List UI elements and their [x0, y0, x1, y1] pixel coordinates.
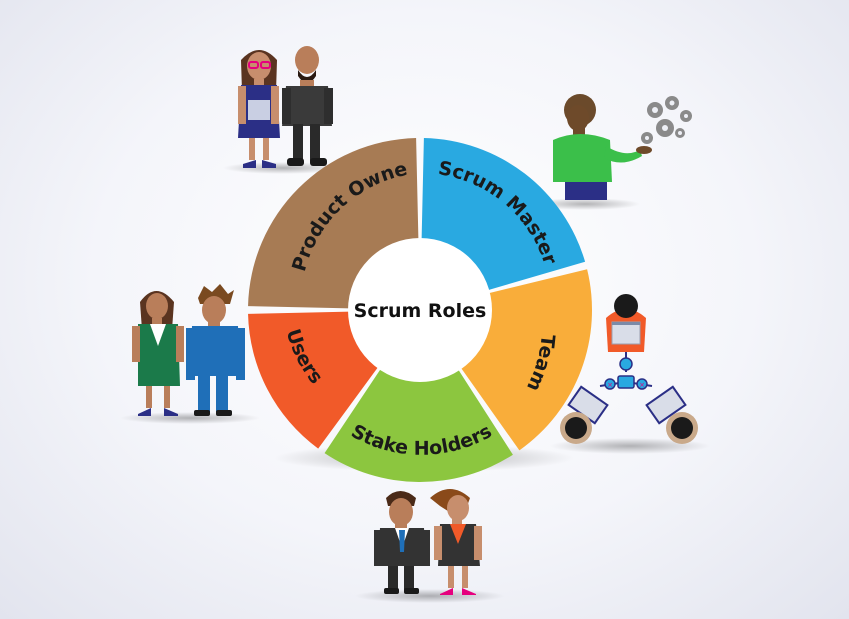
network-icon: × × — [599, 352, 653, 390]
woman-figure — [238, 50, 280, 168]
user-man-figure — [186, 284, 245, 416]
scrum-master-illustration — [553, 94, 692, 200]
team-member-right — [645, 385, 698, 444]
segment-users — [248, 311, 379, 449]
man-figure — [282, 46, 333, 166]
stake-holders-illustration — [374, 489, 482, 595]
stakeholder-woman-figure — [430, 489, 482, 595]
segment-product-owner — [248, 138, 419, 309]
team-illustration: × × — [560, 294, 698, 444]
team-shadow — [550, 438, 710, 454]
product-owner-illustration — [238, 46, 333, 168]
team-member-top — [606, 294, 646, 352]
user-woman-figure — [132, 291, 184, 416]
stake-holders-shadow — [355, 589, 505, 603]
svg-text:×: × — [607, 381, 613, 389]
center-label: Scrum Roles — [354, 300, 487, 322]
segment-team — [460, 269, 592, 451]
users-illustration — [132, 284, 245, 416]
stakeholder-man-figure — [374, 491, 430, 594]
gears-icon — [641, 96, 692, 144]
center-hub — [348, 238, 492, 382]
team-member-left — [560, 385, 609, 444]
svg-text:×: × — [639, 381, 645, 389]
segment-stake-holders — [324, 368, 513, 483]
